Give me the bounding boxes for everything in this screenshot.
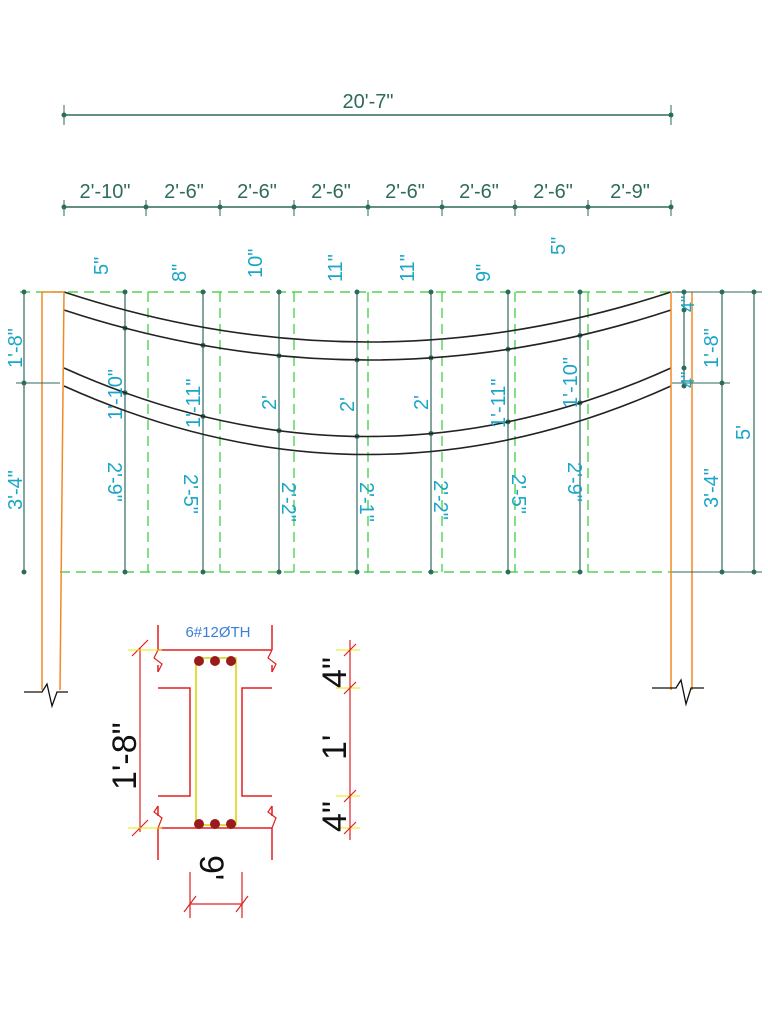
span-dot bbox=[512, 204, 518, 210]
offset-label-4: 11" bbox=[325, 254, 347, 282]
right-dim-small-top: 4" bbox=[678, 296, 698, 312]
station-dot bbox=[354, 569, 360, 575]
lower-depth-6: 2'-5" bbox=[507, 474, 529, 514]
web-label: 1' bbox=[316, 735, 354, 760]
center-lines bbox=[20, 291, 684, 573]
mid-depth-2: 1'-11" bbox=[183, 379, 205, 428]
span-dot bbox=[217, 204, 223, 210]
offset-label-7: 5" bbox=[548, 237, 570, 255]
lower-depth-labels: 2'-9" 2'-5" 2'-2" 2'-1" 2'-2" 2'-5" 2'-9… bbox=[103, 462, 585, 522]
station-dot bbox=[276, 289, 282, 295]
left-dimension-chain: 1'-8" 3'-4" bbox=[5, 289, 60, 575]
station-dot bbox=[428, 569, 434, 575]
right-column bbox=[670, 292, 693, 690]
span-dot bbox=[668, 204, 674, 210]
station-dot bbox=[200, 569, 206, 575]
lower-depth-4: 2'-1" bbox=[355, 482, 377, 522]
cross-section: 6#12ØTH bbox=[106, 624, 360, 918]
overall-dimension: 20'-7" bbox=[61, 91, 674, 125]
span-label-4: 2'-6" bbox=[311, 181, 351, 203]
span-label-6: 2'-6" bbox=[459, 181, 499, 203]
mid-depth-3: 2' bbox=[259, 395, 281, 410]
span-dot bbox=[61, 204, 67, 210]
right-dim-top: 1'-8" bbox=[701, 328, 723, 368]
section-width-label: 9' bbox=[192, 855, 230, 880]
right-dimension-chain: 4" 4" 1'-8" 3'-4" 5' bbox=[672, 289, 762, 575]
span-dot bbox=[365, 204, 371, 210]
lower-depth-3: 2'-2" bbox=[277, 482, 299, 522]
span-label-8: 2'-9" bbox=[610, 181, 650, 203]
lower-depth-7: 2'-9" bbox=[563, 462, 585, 502]
span-label-1: 2'-10" bbox=[80, 181, 131, 203]
station-dot bbox=[122, 289, 128, 295]
curved-beam bbox=[63, 291, 672, 456]
right-dim-bottom: 3'-4" bbox=[701, 468, 723, 508]
station-dot bbox=[200, 289, 206, 295]
span-label-5: 2'-6" bbox=[385, 181, 425, 203]
right-dim-total: 5' bbox=[733, 425, 755, 440]
station-dot bbox=[505, 289, 511, 295]
station-dot bbox=[276, 569, 282, 575]
station-dot bbox=[577, 289, 583, 295]
offset-label-3: 10" bbox=[245, 249, 267, 278]
offset-label-2: 8" bbox=[169, 264, 191, 282]
right-dim-small-mid: 4" bbox=[678, 372, 698, 388]
left-dim-bottom: 3'-4" bbox=[5, 470, 27, 510]
flange-top-label: 4" bbox=[316, 657, 354, 688]
span-dot bbox=[291, 204, 297, 210]
rebar-bars bbox=[194, 656, 236, 829]
stirrup bbox=[195, 657, 237, 826]
mid-depth-1: 1'-10" bbox=[105, 369, 127, 420]
top-offset-labels: 5" 8" 10" 11" 11" 9" 5" bbox=[91, 237, 570, 282]
mid-depth-5: 2' bbox=[411, 395, 433, 410]
offset-label-5: 11" bbox=[397, 254, 419, 282]
station-dot bbox=[505, 569, 511, 575]
span-label-7: 2'-6" bbox=[533, 181, 573, 203]
span-dimensions: 2'-10" 2'-6" 2'-6" 2'-6" 2'-6" 2'-6" 2'-… bbox=[61, 181, 674, 216]
span-dot bbox=[143, 204, 149, 210]
lower-depth-1: 2'-9" bbox=[103, 462, 125, 502]
section-height-label: 1'-8" bbox=[106, 722, 144, 790]
offset-label-1: 5" bbox=[91, 257, 113, 275]
lower-depth-2: 2'-5" bbox=[179, 474, 201, 514]
station-dot bbox=[428, 289, 434, 295]
lower-depth-5: 2'-2" bbox=[429, 480, 451, 520]
overall-dimension-label: 20'-7" bbox=[343, 91, 394, 113]
station-dot bbox=[354, 289, 360, 295]
station-dot bbox=[577, 569, 583, 575]
span-dot bbox=[585, 204, 591, 210]
rebar-label: 6#12ØTH bbox=[185, 624, 250, 641]
left-column bbox=[41, 291, 65, 691]
mid-depth-6: 1'-11" bbox=[488, 379, 510, 428]
span-dot bbox=[439, 204, 445, 210]
span-label-3: 2'-6" bbox=[237, 181, 277, 203]
mid-depth-4: 2' bbox=[337, 397, 359, 412]
mid-depth-7: 1'-10" bbox=[560, 357, 582, 408]
flange-bottom-label: 4" bbox=[316, 801, 354, 832]
mid-depth-labels: 1'-10" 1'-11" 2' 2' 2' 1'-11" 1'-10" bbox=[105, 357, 582, 428]
span-label-2: 2'-6" bbox=[164, 181, 204, 203]
offset-label-6: 9" bbox=[473, 264, 495, 282]
left-dim-top: 1'-8" bbox=[5, 328, 27, 368]
break-symbols bbox=[24, 678, 704, 709]
station-dimension-lines bbox=[124, 292, 581, 572]
station-dot bbox=[122, 569, 128, 575]
